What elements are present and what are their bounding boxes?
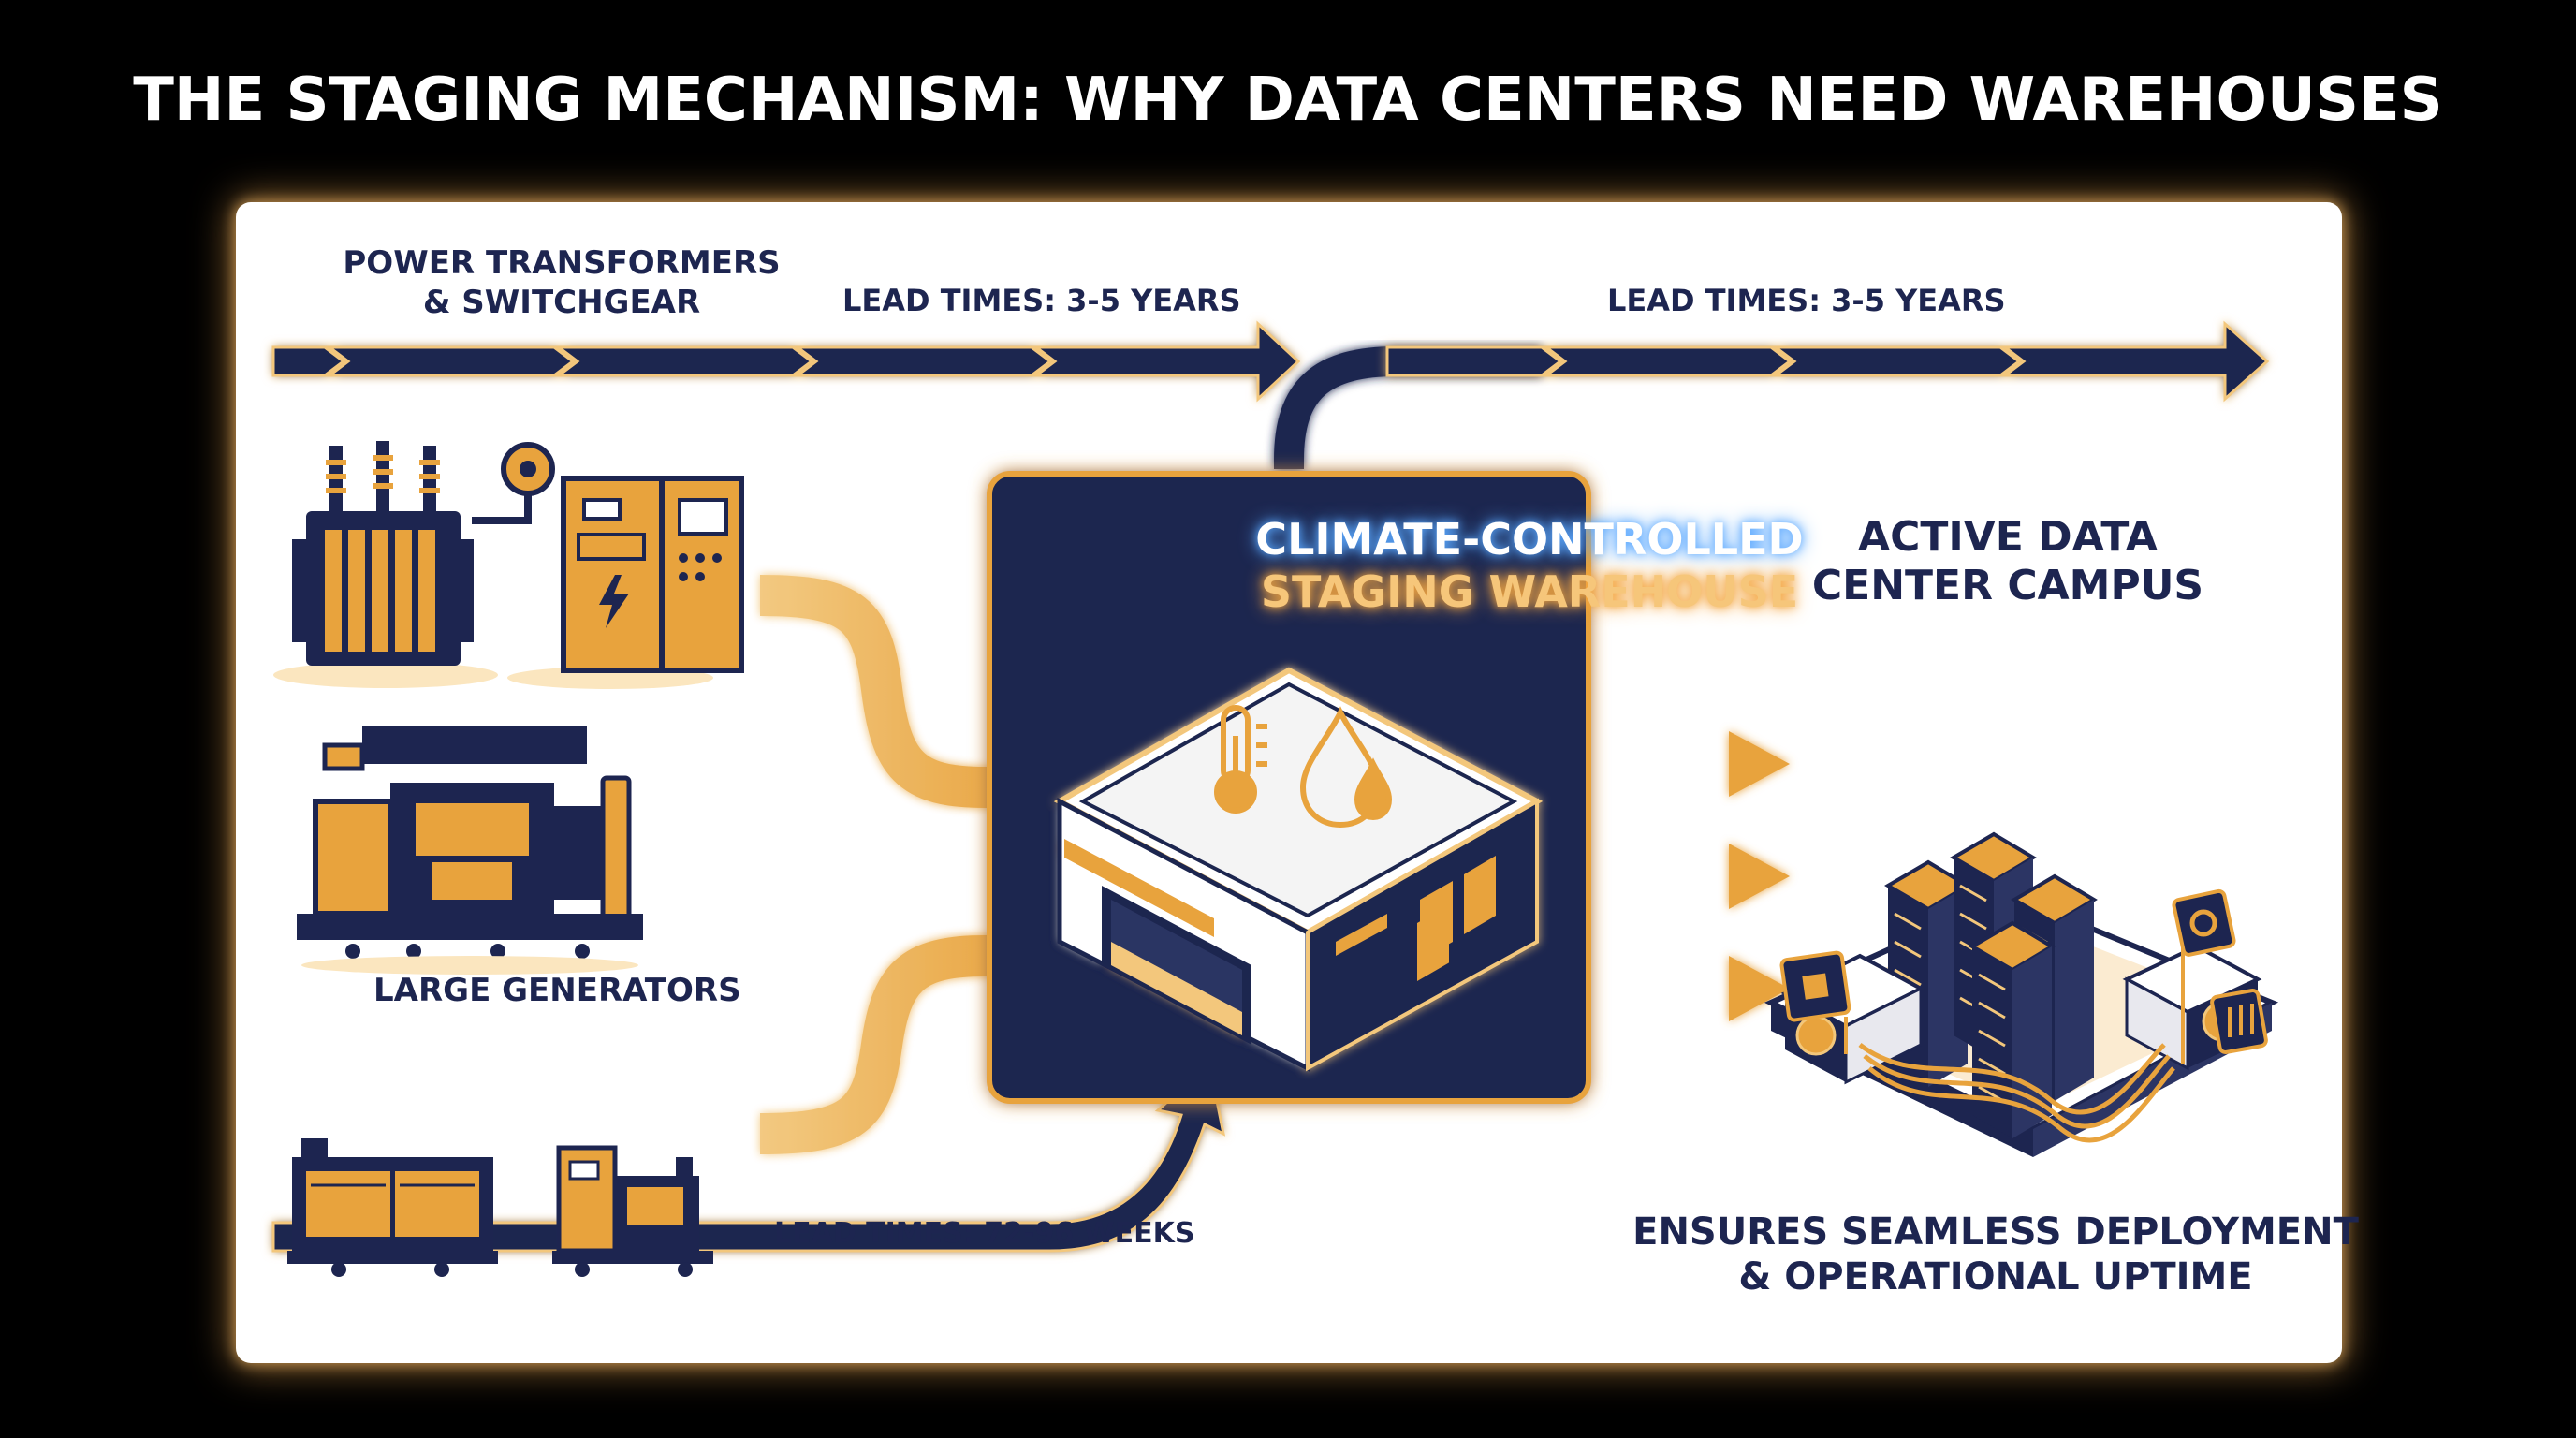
campus-footer: ENSURES SEAMLESS DEPLOYMENT & OPERATIONA…: [1632, 1210, 2359, 1299]
transformers-label-line1: POWER TRANSFORMERS: [343, 244, 781, 282]
warehouse-building-icon: [1053, 667, 1544, 1073]
warehouse-title: CLIMATE-CONTROLLED STAGING WAREHOUSE: [1255, 513, 1803, 618]
lead-time-top-left: LEAD TIMES: 3-5 YEARS: [842, 283, 1241, 318]
power-cables: [1858, 1043, 2175, 1143]
top-right-lead-band: [1385, 320, 2270, 403]
warehouse-to-top-connector: [1274, 346, 1542, 469]
sliders-icon: [2210, 989, 2268, 1054]
diagram-canvas: [271, 320, 2279, 1277]
top-left-lead-band: [271, 320, 1301, 403]
warehouse-title-line1: CLIMATE-CONTROLLED: [1255, 514, 1804, 565]
gear-icon: [2172, 888, 2236, 1064]
campus-title: ACTIVE DATA CENTER CAMPUS: [1812, 513, 2203, 610]
campus-footer-line2: & OPERATIONAL UPTIME: [1738, 1255, 2253, 1299]
server-rack: [1969, 920, 2056, 1138]
staging-warehouse: [987, 471, 1591, 1104]
transformers-label-line2: & SWITCHGEAR: [422, 284, 701, 321]
large-generator-icon: [297, 726, 643, 975]
lead-time-bottom: LEAD TIMES: 72-96 WEEKS: [774, 1217, 1195, 1250]
switchgear-icon: [507, 476, 744, 689]
transformers-label: POWER TRANSFORMERS & SWITCHGEAR: [343, 243, 780, 322]
main-title: THE STAGING MECHANISM: WHY DATA CENTERS …: [133, 66, 2443, 135]
campus-title-line1: ACTIVE DATA: [1858, 513, 2158, 561]
chip-icon: [1779, 950, 1852, 1054]
lead-time-top-right: LEAD TIMES: 3-5 YEARS: [1607, 283, 2006, 318]
outbound-flow-arrows: [1565, 731, 1790, 1021]
campus-title-line2: CENTER CAMPUS: [1811, 562, 2204, 609]
water-drop-icon: [1299, 706, 1393, 829]
data-center-campus-icon: [1764, 831, 2279, 1157]
thermometer-icon: [1214, 705, 1267, 814]
diagram-panel: POWER TRANSFORMERS & SWITCHGEAR LEAD TIM…: [236, 202, 2359, 1363]
portable-generator-icon: [552, 1145, 713, 1277]
power-transformer-icon: [273, 441, 555, 688]
warehouse-title-line2: STAGING WAREHOUSE: [1260, 566, 1799, 617]
generators-label: LARGE GENERATORS: [373, 972, 741, 1009]
container-generator-icon: [287, 1138, 498, 1277]
campus-footer-line1: ENSURES SEAMLESS DEPLOYMENT: [1632, 1211, 2359, 1254]
